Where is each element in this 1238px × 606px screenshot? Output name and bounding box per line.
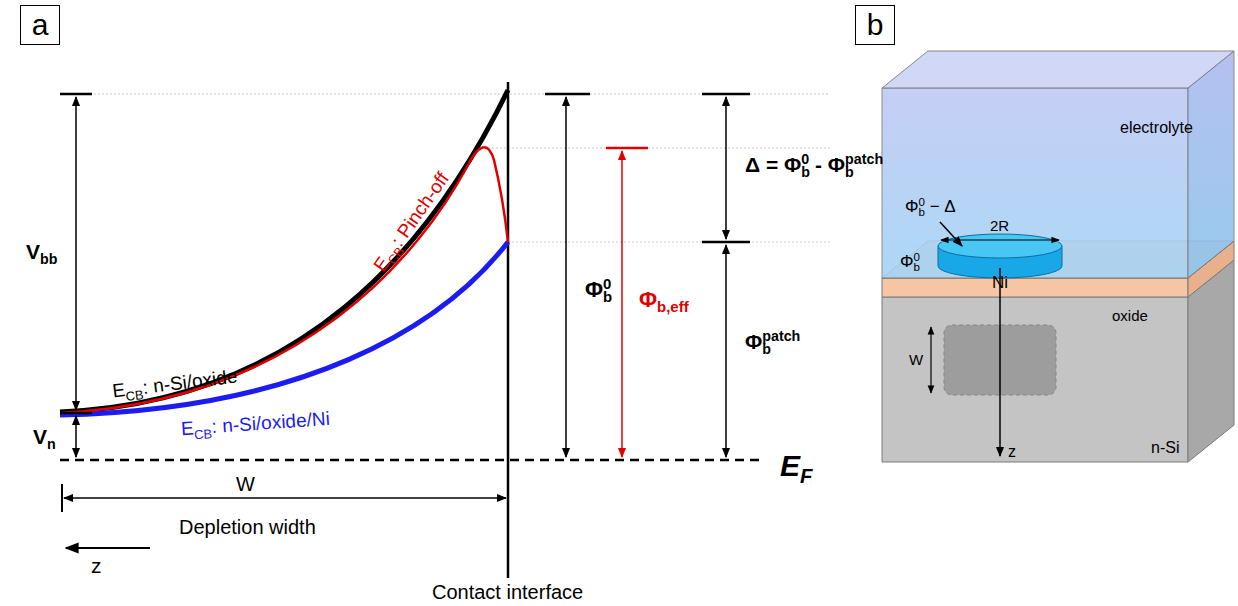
dimension-label: 2R <box>990 218 1009 235</box>
leader-label: Φb0 − Δ <box>905 198 956 217</box>
band-curve-oxide <box>60 90 508 412</box>
svg-polygon <box>882 297 1188 462</box>
guide-lines <box>90 94 830 242</box>
phi-patch-arrow <box>725 245 727 457</box>
barrier-label: Φb,eff <box>639 288 689 312</box>
axis-label: z <box>91 554 102 577</box>
svg-ellipse <box>938 234 1062 258</box>
svg-polygon <box>1188 51 1234 278</box>
voltage-label: Vbb <box>26 240 57 263</box>
phi-tick <box>545 93 590 96</box>
vn-arrow <box>75 416 77 457</box>
panel-label-box: b <box>855 5 895 45</box>
fermi-label: EF <box>780 449 812 482</box>
region-label: oxide <box>1112 308 1148 325</box>
region-label: electrolyte <box>1120 119 1193 137</box>
panel-label-box: a <box>20 5 60 45</box>
z-axis-arrow <box>999 268 1001 456</box>
svg-polygon <box>882 51 1234 88</box>
w-tick <box>61 484 63 512</box>
radius-arrow <box>941 239 1059 240</box>
panel-letter: b <box>867 10 884 40</box>
svg-line <box>702 241 750 244</box>
curve-label: ECB: Pinch-off <box>370 169 454 276</box>
sample-block <box>882 51 1234 462</box>
fermi-level-line <box>60 459 765 462</box>
svg-line <box>702 93 750 96</box>
contact-interface-line <box>507 82 510 578</box>
region-label: n-Si <box>1151 439 1179 457</box>
svg-line <box>60 93 92 96</box>
vbb-arrow <box>75 97 77 410</box>
part-name: Ni <box>992 274 1008 293</box>
svg-line <box>508 242 830 243</box>
leader-arrow <box>940 222 962 246</box>
dimension-label: W <box>236 473 255 495</box>
svg-polygon <box>882 88 1188 278</box>
phi-eff-arrow <box>621 151 623 457</box>
w-arrow <box>64 497 506 499</box>
curve-label: ECB: n-Si/oxide/Ni <box>180 409 330 440</box>
barrier-label: Φb0 <box>585 278 611 302</box>
delta-ticks <box>702 94 750 242</box>
dimension-label: W <box>909 352 923 369</box>
voltage-label: Vn <box>33 425 56 448</box>
band-curve-ni <box>60 242 508 415</box>
vbb-ticks <box>60 94 92 413</box>
phi-eff-tick <box>606 147 648 150</box>
z-arrow <box>66 547 150 549</box>
axis-label: z <box>1008 443 1016 461</box>
svg-line <box>90 94 830 95</box>
barrier-label: Φbpatch <box>745 330 800 353</box>
barrier-label: Φb0 <box>900 253 920 272</box>
w-arrow-b <box>930 327 931 393</box>
delta-arrow <box>725 97 727 239</box>
svg-line <box>60 412 92 415</box>
phi-b0-arrow <box>565 97 567 457</box>
panel-letter: a <box>32 10 49 40</box>
svg-polygon <box>882 278 1188 297</box>
axis-label: Contact interface <box>432 581 583 603</box>
svg-line <box>480 148 830 149</box>
delta-label: Δ = Φb0 - Φbpatch <box>745 153 883 176</box>
band-curve-pinch-off <box>60 147 508 413</box>
axis-label: Depletion width <box>179 516 316 538</box>
